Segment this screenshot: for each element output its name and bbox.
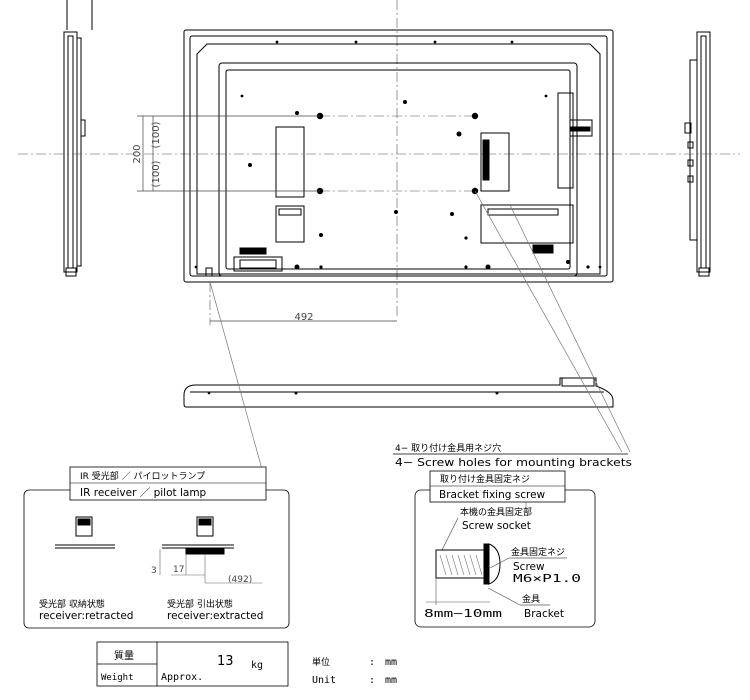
dim-100-upper: (100) [151,121,162,148]
bracket-label-en: Bracket [524,608,564,620]
ir-dim-17: 17 [173,565,184,575]
screw-holes-label-en: 4− Screw holes for mounting brackets [395,457,632,469]
screw-drawing [426,543,501,605]
right-side-view [684,31,711,277]
ir-receiver-retracted [55,516,115,549]
ir-dim-492: (492) [228,575,252,585]
screw-holes-label-jp: 4− 取り付け金具用ネジ穴 [395,442,501,454]
unit-sep-en: : [369,675,375,686]
unit-value-en: mm [385,675,397,686]
unit-sep-jp: : [369,657,375,668]
dim-100-lower: (100) [151,160,162,187]
unit-label-en: Unit [312,675,336,686]
weight-label-en: Weight [101,673,134,683]
weight-value: 13 [217,654,234,669]
screw-label-en: Screw [513,561,545,573]
dimension-lines [137,115,397,322]
weight-table [96,641,289,687]
dim-200: 200 [132,144,143,163]
ir-title-jp: IR 受光部 ／ パイロットランプ [80,470,205,482]
screw-depth: 8mm−10mm [424,608,502,620]
left-side-view [63,0,93,277]
ir-title-en: IR receiver ／ pilot lamp [80,487,207,499]
rear-details [194,40,602,270]
weight-unit: kg [251,660,263,671]
socket-label-jp: 本機の金具固定部 [460,506,532,518]
retracted-label-jp: 受光部 収納状態 [39,598,105,610]
bracket-title-en: Bracket fixing screw [439,489,546,501]
retracted-label-en: receiver:retracted [39,610,133,622]
extracted-label-jp: 受光部 引出状態 [167,598,233,610]
screw-label-jp: 金具固定ネジ [511,546,565,558]
rear-view [183,29,614,283]
unit-value-jp: mm [385,657,397,668]
bottom-view [183,377,614,408]
center-lines [18,0,740,325]
weight-approx: Approx. [161,672,203,683]
mounting-holes [316,112,479,195]
bottom-holes [207,391,499,395]
screw-spec: M6×P1.0 [513,573,581,585]
extracted-label-en: receiver:extracted [167,610,263,622]
ir-panel-title-box [69,466,267,501]
weight-label-jp: 質量 [114,649,134,662]
bracket-panel-title-box [429,470,566,503]
unit-label-jp: 単位 [312,656,330,668]
ir-receiver-extracted [159,516,262,584]
bracket-title-jp: 取り付け金具固定ネジ [440,473,530,485]
bracket-label-jp: 金具 [522,593,540,605]
socket-label-en: Screw socket [462,520,531,532]
dim-492: 492 [294,312,313,323]
ir-dim-3: 3 [151,566,157,576]
